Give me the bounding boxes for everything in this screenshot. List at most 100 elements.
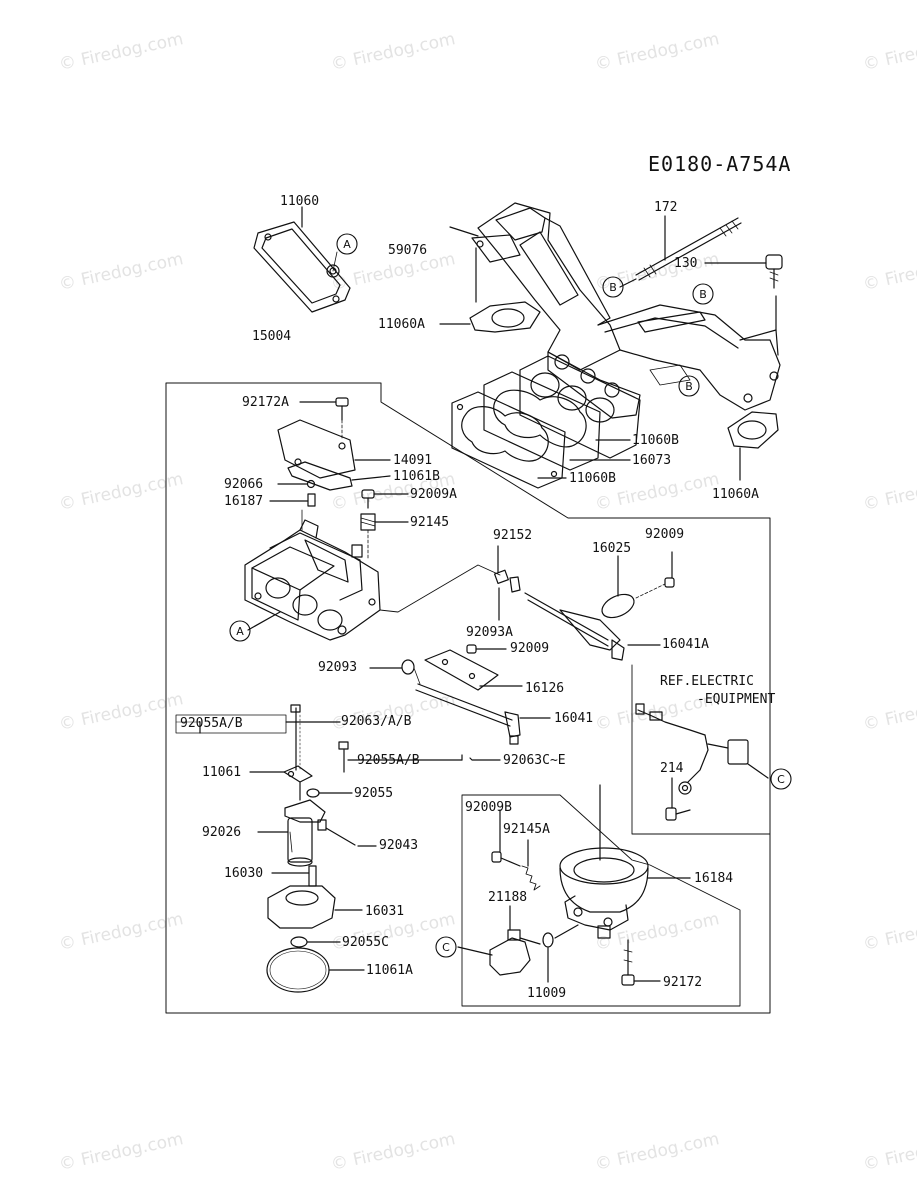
part-label: 92093 bbox=[318, 660, 358, 675]
gasket-11060B-front bbox=[451, 391, 566, 489]
bracket-11061 bbox=[283, 765, 313, 783]
marker-b-label: B bbox=[609, 281, 617, 294]
part-label: 92043 bbox=[379, 838, 419, 853]
part-label: 92009 bbox=[510, 641, 550, 656]
marker-b-stud bbox=[602, 276, 624, 298]
marker-b-mid bbox=[678, 375, 700, 397]
cover-14091 bbox=[277, 419, 356, 479]
part-label: 130 bbox=[674, 256, 698, 271]
screw-214 bbox=[665, 807, 691, 821]
intake-manifold bbox=[477, 202, 781, 419]
part-label: 92152 bbox=[493, 528, 533, 543]
solenoid-21188 bbox=[489, 929, 541, 976]
part-label: 16126 bbox=[525, 681, 565, 696]
gasket-11060 bbox=[253, 221, 351, 313]
part-label: 16073 bbox=[632, 453, 672, 468]
screw-92009B bbox=[491, 851, 521, 867]
part-label: 92055C bbox=[342, 935, 389, 950]
part-label: 59076 bbox=[388, 243, 428, 258]
gasket-16073 bbox=[483, 371, 601, 471]
marker-a-carb bbox=[229, 620, 251, 642]
part-label: 92145A bbox=[503, 822, 550, 837]
part-label: 92055A/B bbox=[357, 753, 420, 768]
screw-92172 bbox=[621, 939, 635, 986]
part-label: 11060A bbox=[712, 487, 759, 502]
part-label: 16041 bbox=[554, 711, 594, 726]
gasket-11060A-left bbox=[469, 301, 541, 333]
seal-92093 bbox=[401, 659, 415, 675]
ref-equipment-label: -EQUIPMENT bbox=[697, 692, 776, 707]
marker-c-bowl bbox=[435, 936, 457, 958]
part-label: 214 bbox=[660, 761, 684, 776]
part-label: 16184 bbox=[694, 871, 734, 886]
wire-92043 bbox=[317, 819, 356, 846]
screw-92009-mid bbox=[466, 644, 477, 654]
carburetor-body bbox=[244, 519, 381, 641]
part-label: 11009 bbox=[527, 986, 567, 1001]
part-label: 92172 bbox=[663, 975, 703, 990]
oring-92055C bbox=[290, 936, 308, 948]
part-label: 92055A/B bbox=[180, 716, 243, 731]
gasket-11060B-rear bbox=[519, 355, 641, 459]
screw-92009A bbox=[361, 489, 375, 509]
part-label: 92026 bbox=[202, 825, 242, 840]
oring-92055 bbox=[306, 788, 320, 798]
gasket-11061A bbox=[266, 947, 330, 993]
float-bowl-group-outline bbox=[461, 794, 741, 1007]
gasket-11061B bbox=[287, 461, 353, 491]
part-label: 92063C~E bbox=[503, 753, 566, 768]
flange-59076 bbox=[471, 234, 521, 263]
jet-16030 bbox=[308, 865, 317, 887]
marker-c-elec bbox=[770, 768, 792, 790]
part-label: 16031 bbox=[365, 904, 405, 919]
throttle-shaft-16041A bbox=[493, 569, 625, 661]
part-label: 11060B bbox=[569, 471, 616, 486]
marker-b-label: B bbox=[685, 380, 693, 393]
part-label: 11060A bbox=[378, 317, 425, 332]
solenoid-92026 bbox=[284, 799, 326, 867]
gasket-11060A-right bbox=[727, 411, 779, 449]
stud-172 bbox=[635, 217, 742, 281]
spring-92145 bbox=[360, 513, 376, 531]
marker-c-label: C bbox=[777, 773, 785, 786]
part-label: 16025 bbox=[592, 541, 632, 556]
kit-box-92055AB bbox=[175, 714, 287, 734]
choke-plate-16126 bbox=[424, 649, 499, 691]
part-label: 14091 bbox=[393, 453, 433, 468]
marker-c-label: C bbox=[442, 941, 450, 954]
throttle-plate-16025 bbox=[601, 593, 635, 619]
part-label: 16030 bbox=[224, 866, 264, 881]
part-label: 92066 bbox=[224, 477, 264, 492]
marker-a-label: A bbox=[343, 238, 351, 251]
part-label: 92172A bbox=[242, 395, 289, 410]
part-label: 15004 bbox=[252, 329, 292, 344]
screw-92172A bbox=[335, 397, 349, 421]
harness-ref bbox=[635, 703, 749, 795]
part-label: 92093A bbox=[466, 625, 513, 640]
part-label: 92055 bbox=[354, 786, 394, 801]
part-label: 11061B bbox=[393, 469, 440, 484]
part-label: 172 bbox=[654, 200, 678, 215]
spring-92145A bbox=[521, 865, 541, 891]
part-label: 92063/A/B bbox=[341, 714, 412, 729]
bolt-130 bbox=[765, 254, 783, 289]
part-label: 11061A bbox=[366, 963, 413, 978]
assembly-outline bbox=[165, 382, 771, 1014]
marker-b-top bbox=[692, 283, 714, 305]
part-label: 92145 bbox=[410, 515, 450, 530]
screw-92009-top bbox=[664, 577, 675, 588]
float-bowl-16184 bbox=[559, 847, 649, 939]
choke-shaft-16041 bbox=[415, 683, 521, 745]
marker-circles bbox=[229, 233, 792, 958]
part-label: 92009 bbox=[645, 527, 685, 542]
part-label: 21188 bbox=[488, 890, 528, 905]
part-label: 92009A bbox=[410, 487, 457, 502]
marker-a-label: A bbox=[236, 625, 244, 638]
part-label: 16187 bbox=[224, 494, 264, 509]
marker-b-label: B bbox=[699, 288, 707, 301]
float-16031 bbox=[267, 885, 336, 929]
washer-11009 bbox=[542, 932, 554, 948]
screw-92055AB bbox=[338, 741, 349, 750]
